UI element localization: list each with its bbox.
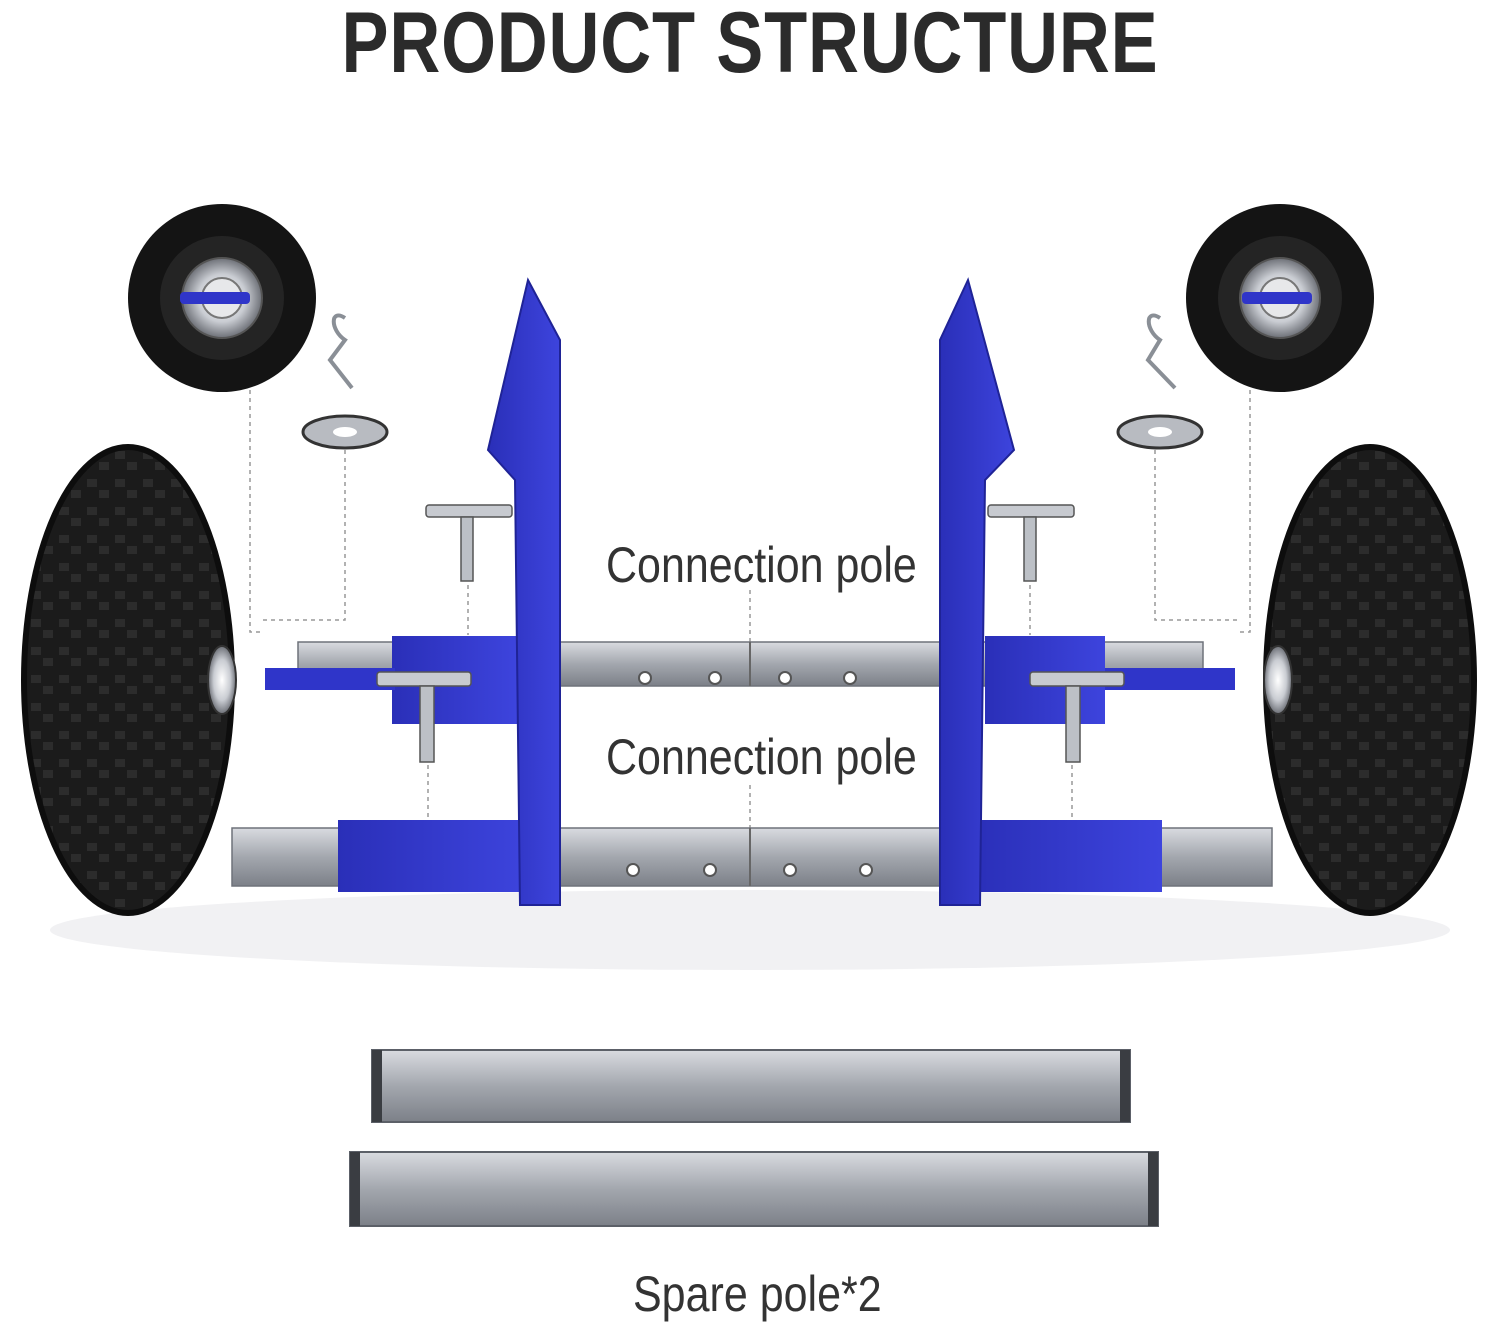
left-upright-plate — [486, 277, 561, 906]
t-bolt-lower-left — [376, 671, 472, 763]
assembly-guides — [249, 390, 1251, 833]
upper-right-axle — [1105, 668, 1235, 690]
left-wheel-inset — [128, 204, 316, 392]
right-wheel — [1263, 444, 1477, 916]
t-bolt-lower-right — [1029, 671, 1125, 763]
connection-pole-label-upper: Connection pole — [606, 537, 917, 593]
spare-pole-label: Spare pole*2 — [633, 1266, 882, 1322]
t-bolt-upper-left — [425, 504, 513, 582]
upper-left-axle — [265, 668, 395, 690]
lower-left-sleeve — [338, 820, 528, 892]
right-wheel-inset — [1186, 204, 1374, 392]
upper-pole-holes — [638, 671, 857, 685]
left-wheel — [21, 444, 237, 916]
left-washer — [301, 414, 389, 450]
spare-pole-2 — [349, 1151, 1159, 1227]
t-bolt-upper-right — [987, 504, 1075, 582]
floor-shadow — [50, 890, 1450, 970]
page-title: PRODUCT STRUCTURE — [341, 0, 1159, 91]
connection-pole-label-lower: Connection pole — [606, 729, 917, 785]
spare-pole-1 — [371, 1049, 1131, 1123]
right-washer — [1116, 414, 1204, 450]
right-cotter-pin — [1145, 313, 1177, 390]
right-upright-plate — [939, 277, 1016, 906]
lower-right-sleeve — [972, 820, 1162, 892]
left-cotter-pin — [327, 313, 354, 390]
lower-pole-holes — [626, 863, 873, 877]
